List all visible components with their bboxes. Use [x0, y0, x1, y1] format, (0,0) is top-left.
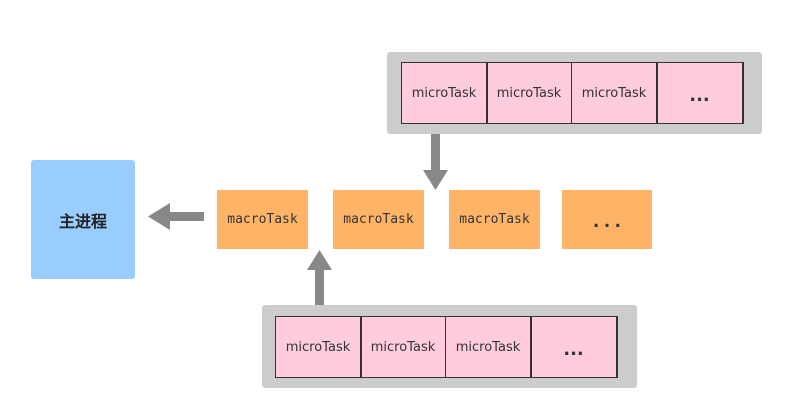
micro-task-label: microTask: [455, 339, 521, 355]
micro-task-ellipsis: ...: [689, 84, 710, 106]
macro-task-label: macroTask: [343, 212, 414, 227]
macro-task-3: macroTask: [449, 190, 540, 249]
macro-task-more: ...: [562, 190, 652, 249]
micro-task-label: microTask: [370, 339, 436, 355]
macro-task-1: macroTask: [217, 190, 308, 249]
micro-task-cell: microTask: [487, 63, 571, 123]
top-microtask-list: microTask microTask microTask ...: [401, 62, 744, 124]
macro-task-label: macroTask: [227, 212, 298, 227]
bottom-microtask-list: microTask microTask microTask ...: [275, 316, 618, 378]
macro-task-label: macroTask: [459, 212, 530, 227]
micro-task-label: microTask: [496, 85, 562, 101]
micro-task-cell: microTask: [572, 63, 656, 123]
micro-task-cell: microTask: [446, 317, 530, 377]
bottom-microtask-queue: microTask microTask microTask ...: [262, 305, 637, 388]
top-microtask-queue: microTask microTask microTask ...: [387, 52, 762, 134]
macro-task-ellipsis: ...: [590, 211, 624, 232]
arrow-up-icon: [307, 250, 332, 305]
macro-task-2: macroTask: [333, 190, 424, 249]
micro-task-label: microTask: [411, 85, 477, 101]
main-process-box: 主进程: [31, 160, 135, 279]
arrow-left-icon: [148, 203, 204, 230]
main-process-label: 主进程: [58, 211, 107, 231]
micro-task-cell: microTask: [402, 63, 486, 123]
micro-task-label: microTask: [581, 85, 647, 101]
micro-task-cell: microTask: [276, 317, 360, 377]
micro-task-cell: microTask: [361, 317, 445, 377]
micro-task-ellipsis: ...: [563, 338, 584, 360]
micro-task-label: microTask: [285, 339, 351, 355]
arrow-down-icon: [423, 134, 448, 190]
micro-task-cell-more: ...: [531, 317, 616, 377]
micro-task-cell-more: ...: [657, 63, 742, 123]
